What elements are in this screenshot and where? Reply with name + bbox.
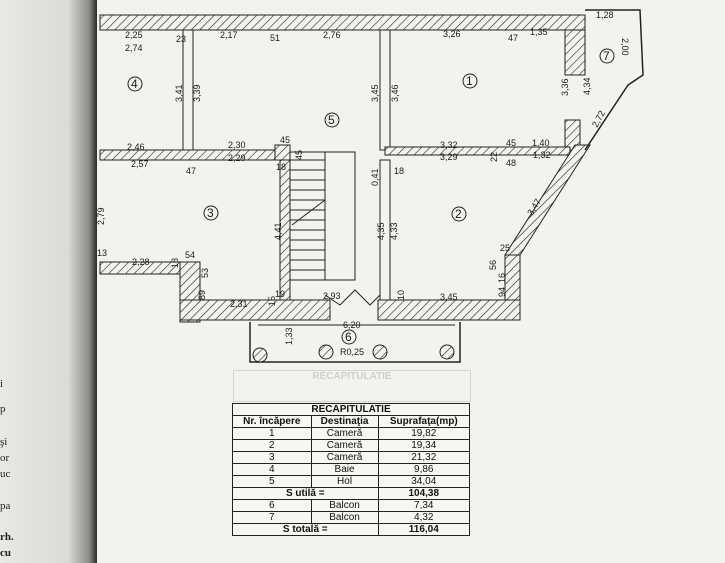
recap-table: RECAPITULATIE Nr. încăpere Destinaţia Su…	[232, 403, 471, 536]
margin-fragment: uc	[0, 468, 11, 480]
dimension-label: 2,29	[228, 153, 246, 163]
balcony-posts	[252, 344, 455, 363]
dimension-label: 19	[275, 289, 285, 299]
dimension-label: 3,26	[443, 29, 461, 39]
dimension-label: 3,46	[390, 84, 400, 102]
dimension-label: 94	[497, 287, 507, 297]
balcony-6	[249, 322, 461, 363]
dimension-label: 18	[394, 166, 404, 176]
dimension-label: 2,28	[132, 257, 150, 267]
dimension-label: 18	[276, 162, 286, 172]
dimension-label: 56	[488, 260, 498, 270]
dimension-label: 2,74	[125, 43, 143, 53]
margin-fragment: i	[0, 378, 4, 390]
dimension-label: 15	[267, 296, 277, 306]
margin-fragment: rh.	[0, 531, 14, 543]
dimension-label: 16	[497, 273, 507, 283]
room-number-1: 1	[466, 74, 473, 88]
col-header-nr: Nr. încăpere	[232, 415, 312, 428]
dimension-label: 0,41	[370, 168, 380, 186]
dimension-label: 2,30	[228, 140, 246, 150]
dimension-label: 22	[489, 152, 499, 162]
dimension-label: 2,76	[323, 30, 341, 40]
dimension-label: 3,36	[560, 78, 570, 96]
dimension-label: 13	[97, 248, 107, 258]
total-row: S totală =116,04	[232, 523, 471, 536]
dimension-labels: 2,25 2,74 2,17 51 2,76 23 3,41 3,39 2,46…	[96, 10, 630, 357]
dimension-label: 2,25	[125, 30, 143, 40]
dimension-label: 3,32	[440, 140, 458, 150]
dimension-label: 3,39	[192, 84, 202, 102]
dimension-label: 89	[197, 290, 207, 300]
room-number-5: 5	[328, 113, 335, 127]
dimension-label: 45	[294, 150, 304, 160]
dimension-label: 47	[186, 166, 196, 176]
dimension-label: 4,34	[582, 77, 592, 95]
dimension-label: 6,20	[343, 320, 361, 330]
dimension-label: 2,79	[96, 207, 106, 225]
dimension-label: 1,40	[532, 138, 550, 148]
dimension-label: 3,45	[370, 84, 380, 102]
dimension-label: 1,28	[596, 10, 614, 20]
dimension-label: 10	[396, 290, 406, 300]
margin-fragment: pa	[0, 500, 11, 512]
dimension-label: 4,41	[273, 222, 283, 240]
dimension-label: 47	[508, 33, 518, 43]
margin-fragment: cu	[0, 547, 11, 559]
room-number-2: 2	[455, 207, 462, 221]
dimension-label: 3,29	[440, 152, 458, 162]
dimension-label: 2,00	[620, 38, 630, 56]
dimension-label: 18	[170, 258, 180, 268]
recap-title: RECAPITULATIE	[232, 403, 470, 416]
dimension-label: 2,17	[220, 30, 238, 40]
dimension-label: 2,46	[127, 142, 145, 152]
dimension-label: 1,35	[530, 27, 548, 37]
door-symbol	[324, 289, 381, 306]
margin-fragment: şi	[0, 436, 8, 448]
dimension-label: 1,33	[284, 327, 294, 345]
col-header-suprafata: Suprafaţa(mp)	[377, 415, 471, 428]
dimension-label: 54	[185, 250, 195, 260]
dimension-label: R0,25	[340, 347, 364, 357]
dimension-label: 45	[280, 135, 290, 145]
dimension-label: 2,93	[323, 291, 341, 301]
dimension-label: 45	[506, 138, 516, 148]
margin-fragment: or	[0, 452, 10, 464]
walls	[99, 14, 591, 323]
dimension-label: 25	[500, 243, 510, 253]
dimension-label: 1,32	[533, 150, 551, 160]
dimension-label: 51	[270, 33, 280, 43]
room-numbers	[127, 48, 615, 345]
adjacent-page: i p şi or uc pa rh. cu	[0, 0, 97, 563]
room-number-6: 6	[345, 330, 352, 344]
dimension-label: 2,57	[131, 159, 149, 169]
dimension-label: 4,35	[376, 222, 386, 240]
dimension-label: 2,31	[230, 299, 248, 309]
staircase	[289, 151, 356, 281]
balcony-7-outline	[584, 9, 644, 151]
dimension-label: 53	[200, 268, 210, 278]
margin-fragment: p	[0, 403, 6, 415]
dimension-label: 3,45	[440, 292, 458, 302]
subtotal-row: S utilă =104,38	[232, 487, 471, 500]
dimension-label: 23	[176, 34, 186, 44]
dimension-label: 3,41	[174, 84, 184, 102]
room-number-4: 4	[131, 77, 138, 91]
dimension-label: 48	[506, 158, 516, 168]
dimension-label: 4,33	[389, 222, 399, 240]
room-number-7: 7	[603, 49, 610, 63]
room-number-3: 3	[207, 206, 214, 220]
dimension-label: 2,72	[590, 109, 607, 129]
ghost-table-bleed: RECAPITULATIE	[233, 370, 471, 402]
col-header-destinatia: Destinaţia	[310, 415, 379, 428]
